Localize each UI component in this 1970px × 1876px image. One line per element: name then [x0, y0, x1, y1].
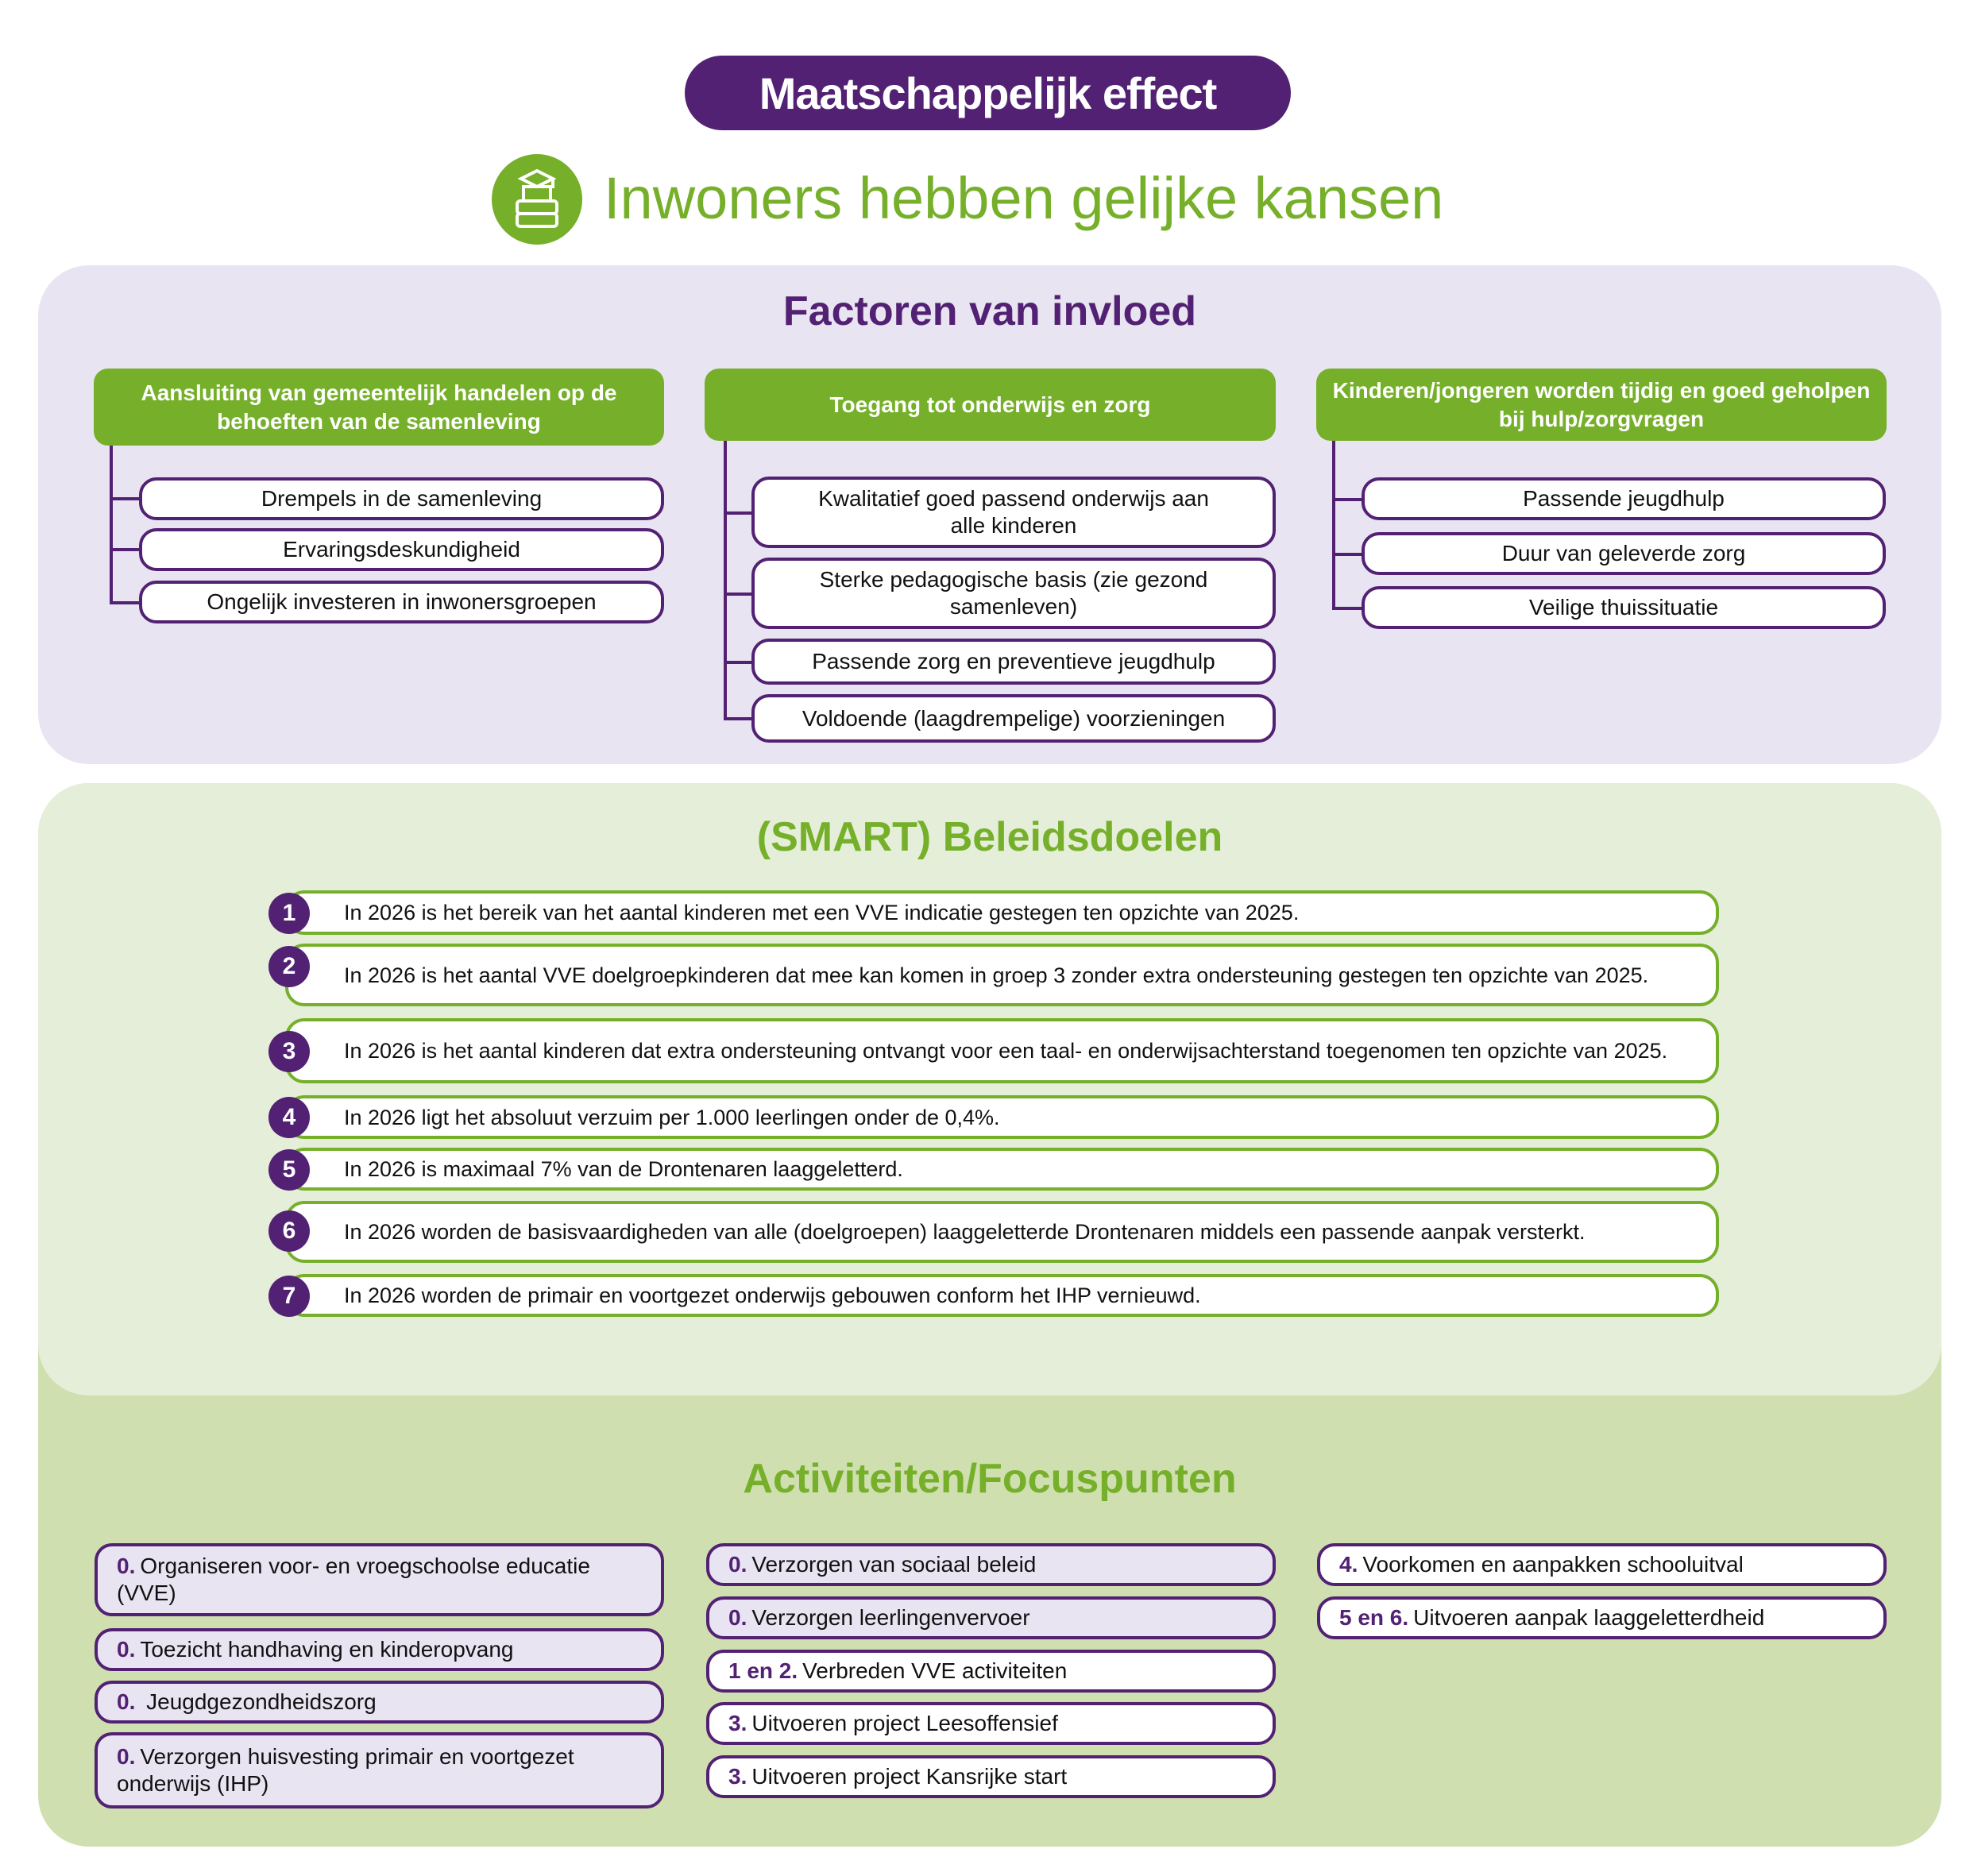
activity-item: 5 en 6.Uitvoeren aanpak laaggeletterdhei… — [1317, 1596, 1887, 1639]
goal-number-badge: 5 — [268, 1149, 310, 1191]
activity-text: Organiseren voor- en vroegschoolse educa… — [117, 1554, 590, 1605]
activity-ref: 0. — [117, 1554, 136, 1578]
goal-number-badge: 6 — [268, 1210, 310, 1252]
factor-header-1: Aansluiting van gemeentelijk handelen op… — [94, 369, 664, 446]
tree-branch — [110, 548, 141, 551]
activity-item: 4.Voorkomen en aanpakken schooluitval — [1317, 1543, 1887, 1586]
goal-number-badge: 3 — [268, 1031, 310, 1072]
tree-branch — [1332, 607, 1364, 610]
activity-ref: 0. — [117, 1689, 136, 1714]
goal-item: In 2026 worden de basisvaardigheden van … — [285, 1201, 1719, 1263]
activity-text: Uitvoeren project Kansrijke start — [751, 1764, 1068, 1789]
goal-number-badge: 2 — [268, 946, 310, 987]
factor-item: Duur van geleverde zorg — [1362, 532, 1886, 575]
factor-item: Voldoende (laagdrempelige) voorzieningen — [751, 694, 1276, 743]
activity-ref: 5 en 6. — [1339, 1605, 1409, 1630]
tree-line — [724, 441, 727, 720]
activity-text: Verbreden VVE activiteiten — [802, 1658, 1068, 1683]
tree-branch — [110, 601, 141, 604]
factor-item: Ervaringsdeskundigheid — [139, 528, 664, 571]
factor-item: Passende zorg en preventieve jeugdhulp — [751, 639, 1276, 685]
tree-line — [1332, 441, 1335, 610]
impact-title-pill: Maatschappelijk effect — [685, 56, 1291, 130]
goal-number-badge: 1 — [268, 893, 310, 934]
activity-item: 0.Verzorgen huisvesting primair en voort… — [95, 1732, 664, 1808]
goal-item: In 2026 ligt het absoluut verzuim per 1.… — [285, 1095, 1719, 1139]
factor-item: Passende jeugdhulp — [1362, 477, 1886, 520]
activity-text: Voorkomen en aanpakken schooluitval — [1362, 1552, 1744, 1577]
activity-text: Verzorgen van sociaal beleid — [751, 1552, 1037, 1577]
tree-line — [110, 446, 113, 604]
activity-ref: 0. — [728, 1605, 747, 1630]
activity-item: 0.Verzorgen van sociaal beleid — [706, 1543, 1276, 1586]
activity-item: 0.Verzorgen leerlingenvervoer — [706, 1596, 1276, 1639]
activity-item: 1 en 2.Verbreden VVE activiteiten — [706, 1650, 1276, 1693]
activity-ref: 0. — [117, 1744, 136, 1769]
activiteiten-title: Activiteiten/Focuspunten — [743, 1456, 1237, 1502]
activity-item: 0.Toezicht handhaving en kinderopvang — [95, 1628, 664, 1671]
factor-header-2: Toegang tot onderwijs en zorg — [705, 369, 1276, 441]
activity-item: 3.Uitvoeren project Kansrijke start — [706, 1755, 1276, 1798]
tree-branch — [110, 497, 141, 500]
tree-branch — [724, 511, 754, 515]
factor-item: Drempels in de samenleving — [139, 477, 664, 520]
tree-branch — [1332, 498, 1364, 501]
goal-item: In 2026 is het bereik van het aantal kin… — [285, 890, 1719, 935]
activity-ref: 3. — [728, 1711, 747, 1735]
goal-number-badge: 4 — [268, 1097, 310, 1138]
activity-ref: 1 en 2. — [728, 1658, 798, 1683]
tree-branch — [1332, 553, 1364, 556]
activity-item: 0. Jeugdgezondheidszorg — [95, 1681, 664, 1724]
activity-ref: 4. — [1339, 1552, 1358, 1577]
effect-subtitle: Inwoners hebben gelijke kansen — [604, 165, 1444, 231]
factoren-title: Factoren van invloed — [782, 288, 1197, 334]
factor-item: Veilige thuissituatie — [1362, 586, 1886, 629]
goal-item: In 2026 is het aantal kinderen dat extra… — [285, 1018, 1719, 1083]
activity-text: Uitvoeren aanpak laaggeletterdheid — [1413, 1605, 1765, 1630]
activity-text: Verzorgen leerlingenvervoer — [751, 1605, 1030, 1630]
factor-header-3: Kinderen/jongeren worden tijdig en goed … — [1316, 369, 1887, 441]
graduation-books-icon — [492, 154, 582, 245]
goal-item: In 2026 worden de primair en voortgezet … — [285, 1274, 1719, 1317]
goal-number-badge: 7 — [268, 1276, 310, 1317]
activity-text: Jeugdgezondheidszorg — [140, 1689, 377, 1714]
factor-item: Ongelijk investeren in inwonersgroepen — [139, 581, 664, 623]
activity-text: Verzorgen huisvesting primair en voortge… — [117, 1744, 574, 1796]
activity-item: 3.Uitvoeren project Leesoffensief — [706, 1702, 1276, 1745]
activity-text: Uitvoeren project Leesoffensief — [751, 1711, 1058, 1735]
tree-branch — [724, 717, 754, 720]
activity-ref: 3. — [728, 1764, 747, 1789]
doelen-title: (SMART) Beleidsdoelen — [756, 814, 1223, 860]
tree-branch — [724, 661, 754, 664]
goal-item: In 2026 is maximaal 7% van de Drontenare… — [285, 1148, 1719, 1191]
activity-ref: 0. — [117, 1637, 136, 1662]
activity-ref: 0. — [728, 1552, 747, 1577]
tree-branch — [724, 593, 754, 596]
factor-item: Kwalitatief goed passend onderwijs aan a… — [751, 477, 1276, 548]
activity-text: Toezicht handhaving en kinderopvang — [140, 1637, 514, 1662]
factor-item: Sterke pedagogische basis (zie gezond sa… — [751, 558, 1276, 629]
goal-item: In 2026 is het aantal VVE doelgroepkinde… — [285, 944, 1719, 1006]
activity-item: 0.Organiseren voor- en vroegschoolse edu… — [95, 1543, 664, 1616]
